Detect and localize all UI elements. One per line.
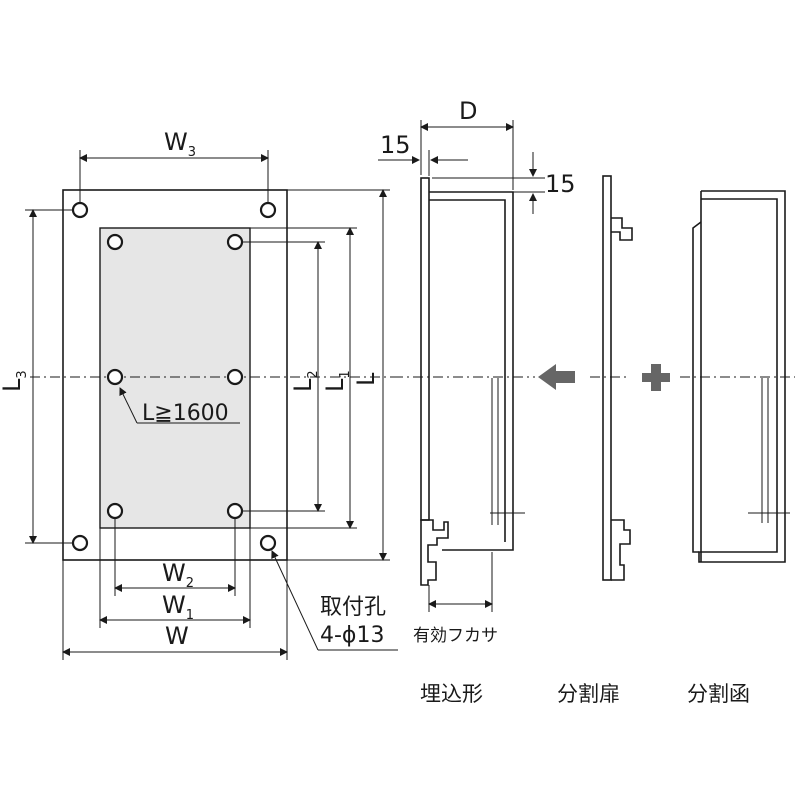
hole-spec: 4-ϕ13 (320, 623, 384, 648)
panel-hole (106, 368, 124, 386)
flange-plate (420, 177, 430, 521)
w3-label: W3 (164, 128, 196, 160)
dim-15-top: 15 (380, 131, 411, 159)
mounting-hole (71, 534, 89, 552)
l-note: L≧1600 (142, 401, 229, 426)
hole-title: 取付孔 (320, 595, 386, 620)
caption-split-box: 分割函 (687, 682, 750, 706)
mounting-hole (71, 201, 89, 219)
side-view-split-door (590, 175, 633, 581)
l2-label: L2 (289, 370, 321, 392)
panel-hole (106, 233, 124, 251)
latch-profile (420, 519, 449, 586)
l-note-leader (119, 387, 138, 424)
w1-label: W1 (162, 591, 194, 623)
plus-icon (642, 364, 670, 391)
outer-box-outline (62, 189, 288, 561)
caption-embedded: 埋込形 (420, 682, 483, 706)
hole-leader (271, 550, 319, 651)
panel-hole (226, 233, 244, 251)
mounting-panel (99, 227, 251, 529)
door-plate (602, 175, 612, 581)
panel-hole (226, 502, 244, 520)
l-label: L (352, 372, 380, 386)
mounting-hole (259, 201, 277, 219)
panel-hole (106, 502, 124, 520)
mounting-hole (259, 534, 277, 552)
front-view: W3 L3 L2 L1 L L≧1600 W2 W1 (0, 128, 400, 660)
effective-depth-label: 有効フカサ (413, 626, 498, 646)
l1-label: L1 (321, 370, 353, 392)
side-view-split-box (680, 190, 795, 563)
combine-arrow-icon (538, 364, 575, 390)
l3-label: L3 (0, 370, 30, 392)
w2-label: W2 (162, 559, 194, 591)
panel-hole (226, 368, 244, 386)
side-view-embedded: D 15 15 有効フカサ (378, 97, 576, 646)
w-label: W (165, 622, 189, 650)
d-label: D (459, 97, 477, 125)
caption-split-door: 分割扉 (557, 682, 620, 706)
dim-15-right: 15 (545, 170, 576, 198)
